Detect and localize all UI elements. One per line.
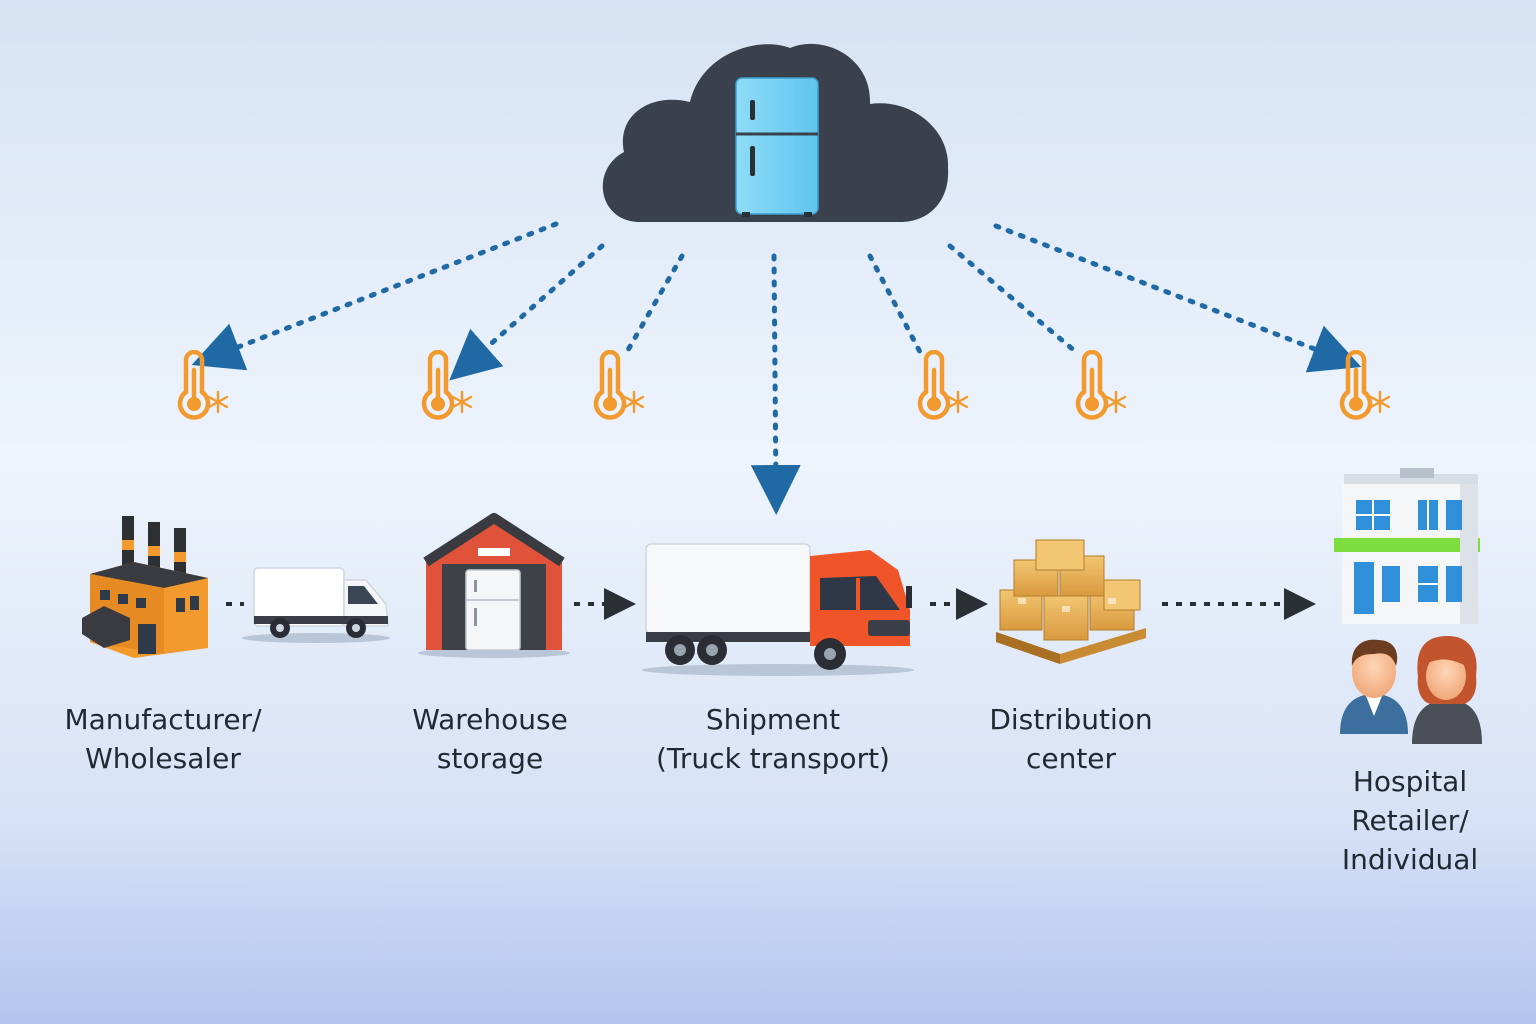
- label-distribution: Distribution center: [966, 700, 1176, 778]
- label-manufacturer-line-2: Wholesaler: [85, 742, 241, 775]
- people-icon: [1340, 636, 1482, 744]
- label-shipment: Shipment (Truck transport): [632, 700, 914, 778]
- label-warehouse-line-2: storage: [436, 742, 544, 775]
- label-distribution-line-1: Distribution: [989, 703, 1153, 736]
- refrigerated-truck-icon: [642, 543, 914, 676]
- label-warehouse: Warehouse storage: [380, 700, 600, 778]
- label-warehouse-line-1: Warehouse: [412, 703, 568, 736]
- link-sensor-5: [947, 243, 1079, 355]
- factory-icon: [82, 516, 208, 658]
- label-endpoint-line-2: Retailer/: [1351, 804, 1469, 837]
- link-sensor-1: [191, 221, 559, 371]
- label-shipment-line-1: Shipment: [705, 703, 841, 736]
- label-endpoint-line-3: Individual: [1341, 843, 1479, 876]
- link-sensor-2: [449, 243, 605, 381]
- hospital-building-icon: [1334, 468, 1480, 624]
- label-endpoint-line-1: Hospital: [1352, 765, 1468, 798]
- boxes-on-pallet-icon: [996, 539, 1146, 664]
- link-sensor-3: [625, 253, 685, 353]
- link-sensor-6: [993, 223, 1362, 373]
- delivery-van-icon: [242, 567, 390, 643]
- monitoring-links: [191, 221, 1362, 515]
- label-endpoint: Hospital Retailer/ Individual: [1310, 762, 1510, 879]
- warehouse-icon: [418, 513, 570, 658]
- link-sensor-4: [867, 253, 923, 355]
- link-shipment: [750, 253, 801, 515]
- label-manufacturer: Manufacturer/ Wholesaler: [40, 700, 286, 778]
- label-manufacturer-line-1: Manufacturer/: [64, 703, 262, 736]
- label-shipment-line-2: (Truck transport): [656, 742, 890, 775]
- refrigerator-icon: [735, 77, 819, 217]
- label-distribution-line-2: center: [1025, 742, 1117, 775]
